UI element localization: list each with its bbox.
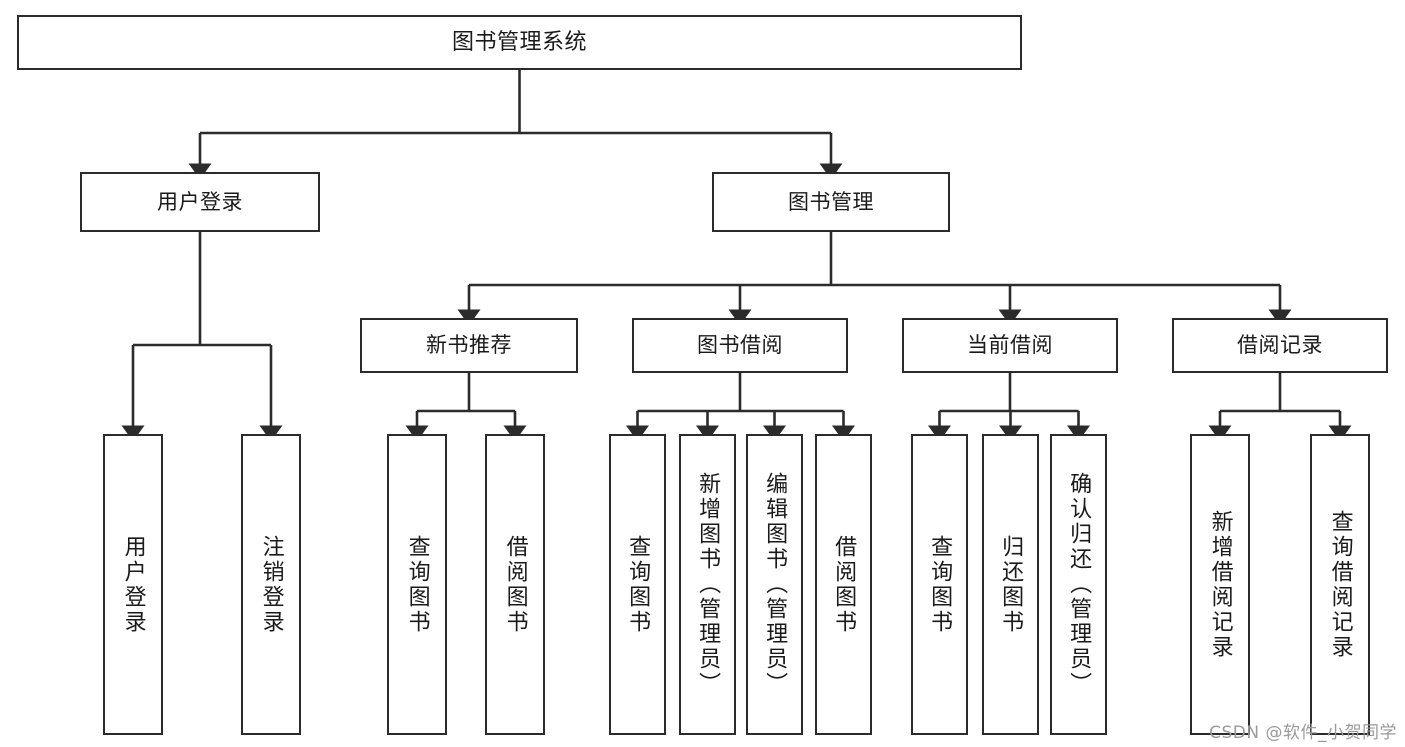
node-label: 新增借阅记录 bbox=[1207, 509, 1233, 660]
node-label: 借阅图书 bbox=[831, 534, 857, 635]
node-leaf-new-2: 借阅图书 bbox=[485, 434, 545, 735]
node-label: 用户登录 bbox=[157, 189, 243, 214]
node-label: 归还图书 bbox=[998, 534, 1024, 635]
node-current: 当前借阅 bbox=[902, 318, 1118, 373]
node-leaf-rec-2: 查询借阅记录 bbox=[1310, 434, 1370, 735]
node-label: 用户登录 bbox=[120, 534, 146, 635]
node-leaf-bor-1: 查询图书 bbox=[609, 434, 666, 735]
node-leaf-rec-1: 新增借阅记录 bbox=[1190, 434, 1250, 735]
node-leaf-cur-1: 查询图书 bbox=[911, 434, 968, 735]
node-label: 图书管理系统 bbox=[451, 29, 587, 55]
node-label: 查询借阅记录 bbox=[1327, 509, 1353, 660]
node-records: 借阅记录 bbox=[1172, 318, 1388, 373]
edges bbox=[121, 70, 1352, 442]
node-label: 查询图书 bbox=[625, 534, 651, 635]
node-label: 查询图书 bbox=[404, 534, 430, 635]
node-leaf-new-1: 查询图书 bbox=[387, 434, 447, 735]
node-label: 确认归还（管理员） bbox=[1066, 472, 1092, 697]
node-label: 新书推荐 bbox=[426, 333, 512, 358]
node-leaf-bor-4: 借阅图书 bbox=[815, 434, 872, 735]
node-root: 图书管理系统 bbox=[17, 15, 1022, 70]
node-label: 借阅记录 bbox=[1237, 333, 1323, 358]
node-label: 借阅图书 bbox=[502, 534, 528, 635]
node-bookmgmt: 图书管理 bbox=[712, 172, 950, 232]
node-leaf-login-2: 注销登录 bbox=[241, 434, 301, 735]
node-label: 图书管理 bbox=[788, 189, 874, 214]
node-leaf-bor-2: 新增图书（管理员） bbox=[679, 434, 736, 735]
node-label: 注销登录 bbox=[258, 534, 284, 635]
node-leaf-bor-3: 编辑图书（管理员） bbox=[746, 434, 803, 735]
node-borrow: 图书借阅 bbox=[632, 318, 848, 373]
node-label: 编辑图书（管理员） bbox=[762, 472, 788, 697]
node-leaf-cur-2: 归还图书 bbox=[982, 434, 1039, 735]
node-newbook: 新书推荐 bbox=[360, 318, 578, 373]
node-label: 新增图书（管理员） bbox=[695, 472, 721, 697]
node-label: 查询图书 bbox=[927, 534, 953, 635]
node-label: 当前借阅 bbox=[967, 333, 1053, 358]
node-leaf-cur-3: 确认归还（管理员） bbox=[1050, 434, 1107, 735]
node-label: 图书借阅 bbox=[697, 333, 783, 358]
node-leaf-login-1: 用户登录 bbox=[103, 434, 163, 735]
node-login: 用户登录 bbox=[80, 172, 320, 232]
